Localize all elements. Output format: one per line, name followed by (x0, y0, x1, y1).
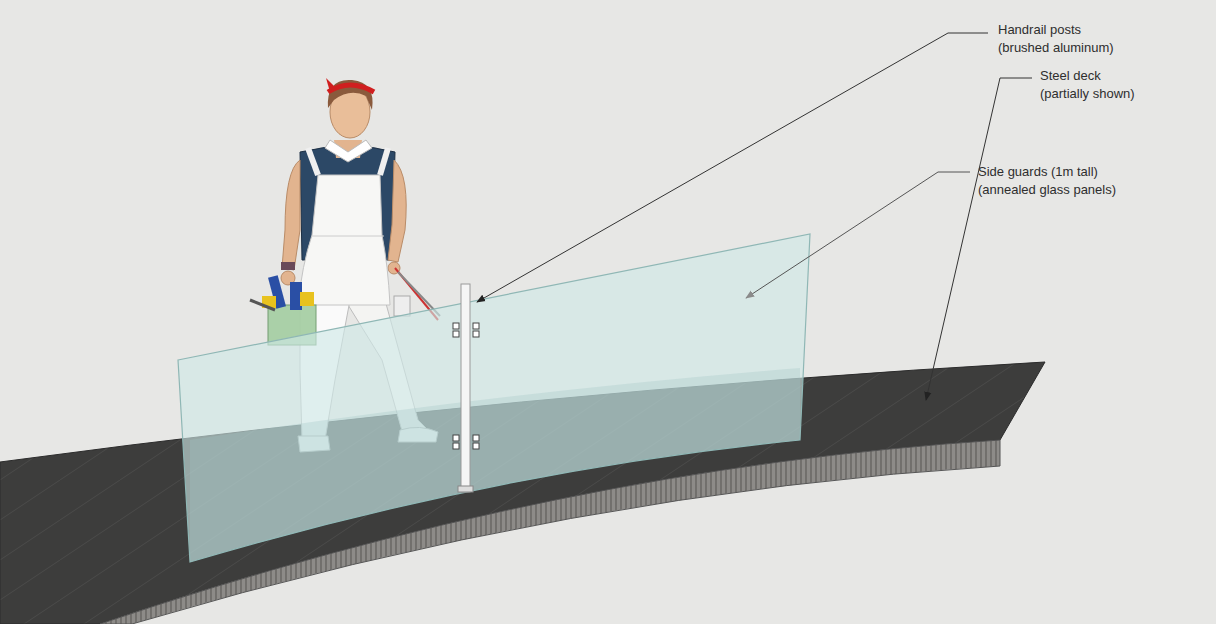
callout-note: (partially shown) (1040, 86, 1135, 102)
leader-lines (477, 33, 1032, 400)
handrail-post (453, 284, 479, 492)
callout-note: (annealed glass panels) (978, 182, 1116, 198)
callout-title: Handrail posts (998, 22, 1081, 38)
glass-panel (178, 234, 810, 562)
steel-deck (0, 362, 1045, 624)
callout-title: Steel deck (1040, 68, 1101, 84)
callout-note: (brushed aluminum) (998, 40, 1114, 56)
callout-title: Side guards (1m tall) (978, 164, 1098, 180)
